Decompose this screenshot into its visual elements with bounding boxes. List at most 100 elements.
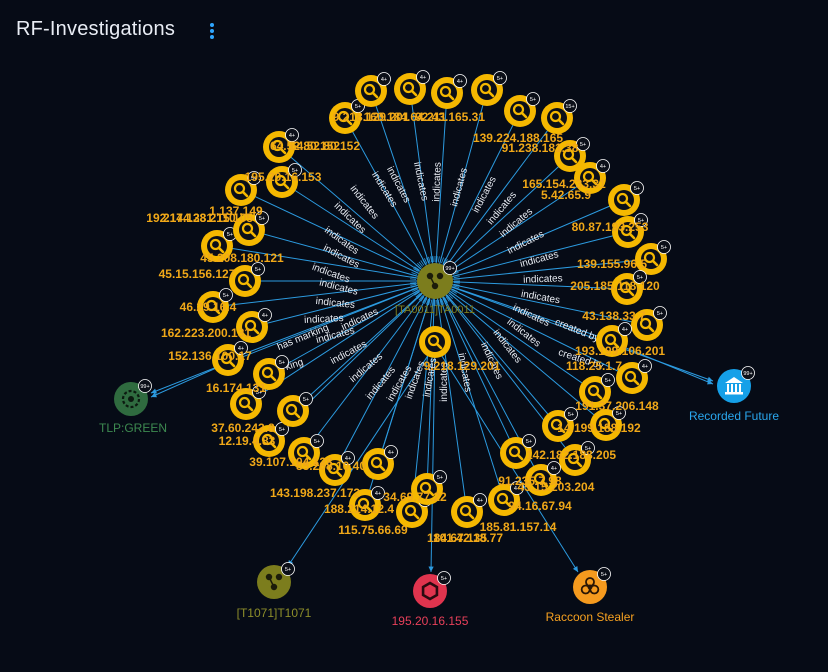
indicator-node[interactable]: 5+ xyxy=(288,434,324,470)
count-badge xyxy=(384,445,398,459)
indicator-node[interactable]: 5+ xyxy=(579,373,615,409)
indicator-label: 191.37.206.148 xyxy=(575,399,659,413)
indicator-node[interactable]: 5+ xyxy=(612,213,648,249)
indicator-node[interactable]: 4+ xyxy=(616,359,652,395)
count-badge-text: 5+ xyxy=(437,475,443,481)
count-badge-text: 5+ xyxy=(259,216,265,222)
indicator-node[interactable]: 4+ xyxy=(451,493,487,529)
count-badge-text: 4+ xyxy=(381,77,387,83)
indicator-label: 195.20.16.153 xyxy=(245,170,322,184)
more-options-icon[interactable] xyxy=(204,21,220,43)
indicator-node[interactable]: 4+ xyxy=(319,451,355,487)
indicator-label: 64.52.80.152 xyxy=(290,139,360,153)
indicator-node[interactable]: 5+ xyxy=(554,137,590,173)
indicator-node[interactable]: 5+ xyxy=(590,406,626,442)
indicator-node[interactable]: 5+ xyxy=(542,407,578,443)
indicator-node[interactable]: 4+ xyxy=(236,308,272,344)
count-badge xyxy=(416,70,430,84)
count-badge-text: 5+ xyxy=(279,427,285,433)
entity-node-raccoon[interactable]: 5+Raccoon Stealer xyxy=(546,567,635,625)
indicator-node[interactable]: 5+ xyxy=(197,288,233,324)
count-badge-text: 4+ xyxy=(477,498,483,504)
edge-label-indicates: indicates xyxy=(411,161,430,202)
indicator-node[interactable]: 5+ xyxy=(230,385,266,421)
indicator-node[interactable]: 4+ xyxy=(574,159,610,195)
indicator-label: 5.42.65.9 xyxy=(541,188,591,202)
center-attack-pattern-node[interactable]: 99+[TA0011]TA0011 xyxy=(395,256,475,316)
indicator-node[interactable]: 4+ xyxy=(212,341,248,377)
indicator-node[interactable]: 4+ xyxy=(394,70,430,106)
search-icon xyxy=(512,103,528,119)
entity-node-tlp[interactable]: 99+TLP:GREEN xyxy=(99,379,167,436)
indicator-node[interactable]: 4+ xyxy=(488,481,524,517)
indicator-node[interactable]: 5+ xyxy=(277,392,313,428)
indicator-node[interactable]: 15+ xyxy=(541,99,577,135)
indicator-node[interactable]: 5+ xyxy=(411,470,447,506)
count-badge xyxy=(493,71,507,85)
indicator-label: 1.137.149 xyxy=(209,204,263,218)
indicator-label: 43.138.33.7 xyxy=(582,309,646,323)
indicator-node[interactable]: 5+ xyxy=(225,171,261,207)
indicator-node[interactable]: 5+ xyxy=(471,71,507,107)
entity-node-ip[interactable]: 5+195.20.16.155 xyxy=(392,571,469,629)
indicator-node[interactable]: 4+ xyxy=(349,486,385,522)
count-badge xyxy=(633,270,647,284)
indicator-node[interactable]: 5+ xyxy=(559,441,595,477)
count-badge xyxy=(601,373,615,387)
indicator-node[interactable]: 5+ xyxy=(329,99,365,135)
indicator-node[interactable]: 5+ xyxy=(608,181,644,217)
indicator-node[interactable]: 4+ xyxy=(431,74,467,110)
count-badge-text: 5+ xyxy=(601,572,607,578)
indicator-node[interactable]: 4+ xyxy=(596,322,632,358)
indicator-node[interactable]: 5+ xyxy=(201,227,237,263)
indicator-node[interactable]: 4+ xyxy=(525,461,561,497)
indicator-node[interactable]: 4+ xyxy=(396,493,432,529)
search-icon xyxy=(337,110,353,126)
indicator-label: 45.208.180.121 xyxy=(200,251,284,265)
search-icon xyxy=(261,366,277,382)
count-badge xyxy=(581,441,595,455)
indicator-label: 192.144.231.110 xyxy=(146,211,236,225)
count-badge-text: 5+ xyxy=(223,293,229,299)
count-badge xyxy=(138,379,152,393)
indicator-node[interactable]: 5+ xyxy=(504,92,540,128)
count-badge xyxy=(258,308,272,322)
count-badge xyxy=(638,359,652,373)
indicator-node[interactable]: 5+ xyxy=(229,262,265,298)
search-icon xyxy=(604,333,620,349)
count-badge-text: 4+ xyxy=(388,450,394,456)
count-badge-text: 5+ xyxy=(605,378,611,384)
count-badge-text: 4+ xyxy=(600,164,606,170)
indicator-node[interactable]: 5+ xyxy=(635,240,671,276)
entity-node-fill xyxy=(413,574,447,608)
indicator-core xyxy=(510,101,530,121)
created-by-edge xyxy=(613,342,714,385)
indicator-hub-node[interactable] xyxy=(419,326,451,358)
related-edge xyxy=(430,344,436,573)
count-badge-text: 5+ xyxy=(497,76,503,82)
search-icon xyxy=(205,299,221,315)
count-badge-text: 15+ xyxy=(565,104,574,110)
indicator-node[interactable]: 5+ xyxy=(233,211,269,247)
indicates-edge xyxy=(434,155,571,282)
count-badge xyxy=(618,322,632,336)
count-badge-text: 4+ xyxy=(514,486,520,492)
indicator-node[interactable]: 5+ xyxy=(253,355,289,391)
indicator-core xyxy=(622,368,642,388)
entity-node-fill xyxy=(257,565,291,599)
indicator-node[interactable]: 5+ xyxy=(500,434,536,470)
indicator-node[interactable]: 5+ xyxy=(631,306,667,342)
indicator-node[interactable]: 4+ xyxy=(362,445,398,481)
indicator-node[interactable]: 5+ xyxy=(611,270,647,306)
indicator-node[interactable]: 4+ xyxy=(355,72,391,108)
count-badge-text: 5+ xyxy=(585,446,591,452)
entity-node-rf[interactable]: 99+Recorded Future xyxy=(689,366,779,424)
search-icon xyxy=(587,384,603,400)
indicator-node[interactable]: 4+ xyxy=(263,128,299,164)
count-badge-text: 4+ xyxy=(289,133,295,139)
indicator-label: 34.69.77.22 xyxy=(383,490,447,504)
count-badge xyxy=(453,74,467,88)
indicator-node[interactable]: 5+ xyxy=(266,163,302,199)
entity-node-t1071[interactable]: 5+[T1071]T1071 xyxy=(237,562,312,621)
